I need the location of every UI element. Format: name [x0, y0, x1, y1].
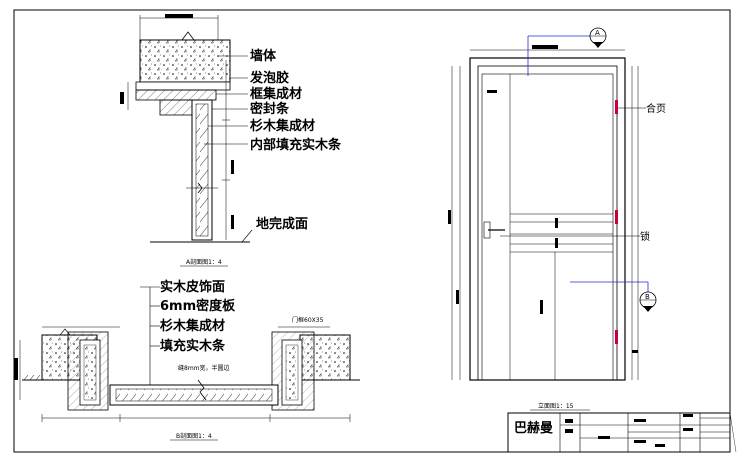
label-fir-b: 杉木集成材: [160, 318, 225, 334]
label-wall: 墙体: [250, 48, 277, 64]
label-frame: 框集成材: [250, 86, 302, 102]
elevation-caption: 立面图1：15: [538, 402, 574, 410]
label-foam: 发泡胶: [249, 70, 289, 86]
frame-dim-note: 门框60X35: [292, 316, 324, 324]
hinge-label: 合页: [646, 102, 666, 115]
door-elevation: A B 合页 锁 立面图1：15: [448, 27, 666, 411]
section-a: 墙体 发泡胶 框集成材 密封条 杉木集成材 内部填充实木条 地完成面 A剖面图1…: [120, 14, 342, 267]
section-b-caption: B剖面图1：4: [176, 432, 212, 440]
hinge-bottom: [615, 330, 618, 344]
title-block: 巴赫曼: [507, 412, 737, 453]
label-seal: 密封条: [249, 101, 290, 117]
title-block-name: 巴赫曼: [514, 420, 553, 436]
door-frame: [469, 57, 626, 381]
callout-b-text: B: [645, 293, 650, 301]
wall-section: [139, 39, 231, 83]
section-b: 实木皮饰面 6mm密度板 杉木集成材 填充实木条 缝8mm宽，半圆边 门框60X…: [14, 279, 360, 441]
label-filling-b: 填充实木条: [160, 338, 226, 354]
lock-label: 锁: [640, 230, 650, 243]
door-leaf: [481, 73, 614, 381]
hinge-mid: [615, 210, 618, 224]
label-floor: 地完成面: [256, 216, 308, 232]
sheet-border: [13, 9, 731, 453]
callout-a-text: A: [595, 29, 600, 37]
gap-note: 缝8mm宽，半圆边: [178, 364, 230, 372]
label-filling: 内部填充实木条: [250, 137, 342, 153]
hinge-top: [615, 100, 618, 114]
section-a-caption: A剖面图1：4: [186, 258, 222, 266]
label-veneer: 实木皮饰面: [160, 279, 225, 295]
label-mdf: 6mm密度板: [160, 298, 236, 314]
label-fir: 杉木集成材: [250, 118, 315, 134]
